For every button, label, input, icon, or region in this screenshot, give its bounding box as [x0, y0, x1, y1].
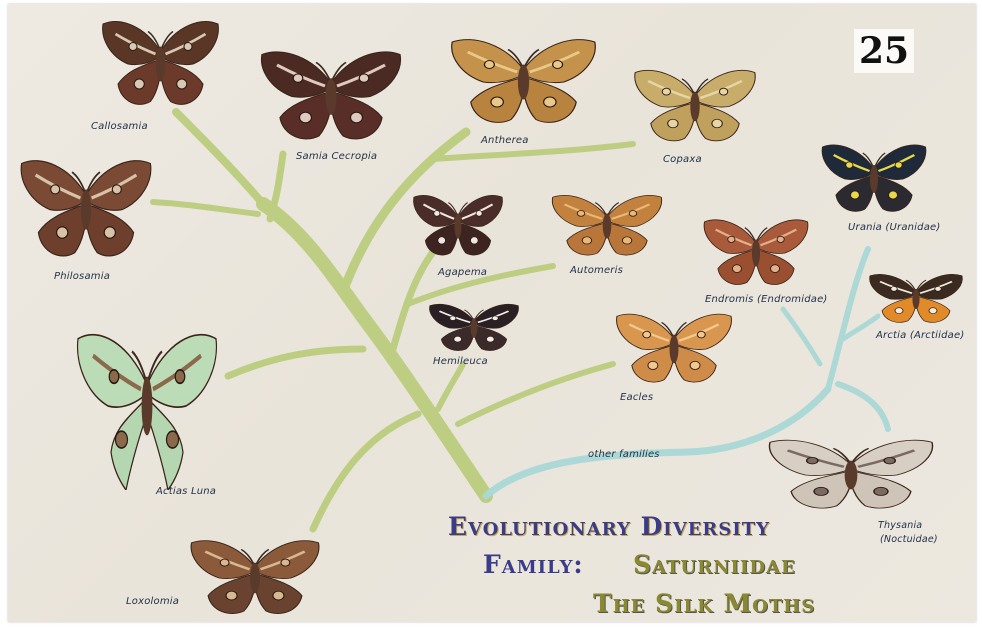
- label-copaxa: Copaxa: [663, 154, 702, 165]
- philosamia-branch: [153, 202, 258, 214]
- antherea-moth: [446, 32, 601, 132]
- label-automeris: Automeris: [570, 265, 623, 276]
- plate-number: 25: [854, 29, 914, 73]
- thysania-branch: [838, 384, 888, 429]
- label-noctuidae: (Noctuidae): [880, 534, 938, 545]
- label-agapema: Agapema: [438, 267, 487, 278]
- urania-branch: [828, 249, 868, 389]
- automeris-moth: [548, 190, 666, 262]
- label-other-families: other families: [588, 449, 660, 460]
- label-thysania: Thysania: [878, 520, 922, 531]
- copaxa-moth: [630, 64, 760, 149]
- loxolomia-branch: [313, 414, 418, 529]
- illustrated-plate: 25 Callosamia Samia Cecropia Antherea Co…: [8, 4, 976, 622]
- label-samia-cecropia: Samia Cecropia: [296, 151, 377, 162]
- label-actias-luna: Actias Luna: [156, 486, 216, 497]
- endromis-moth: [700, 214, 812, 292]
- label-endromis: Endromis (Endromidae): [705, 294, 828, 305]
- eacles-branch: [458, 364, 613, 424]
- title-line-1: Evolutionary Diversity: [448, 512, 770, 541]
- callosamia-moth: [98, 14, 223, 114]
- label-hemileuca: Hemileuca: [433, 356, 488, 367]
- thysania-moth: [763, 434, 939, 516]
- loxolomia-moth: [186, 534, 324, 622]
- samia-cecropia-moth: [256, 44, 406, 149]
- hemileuca-moth: [426, 300, 522, 356]
- label-philosamia: Philosamia: [54, 271, 110, 282]
- hemileuca-branch: [438, 364, 463, 409]
- title-family-prefix: Family:: [483, 550, 584, 579]
- urania-moth: [818, 139, 930, 219]
- label-loxolomia: Loxolomia: [126, 596, 179, 607]
- label-arctia: Arctia (Arctiidae): [876, 330, 964, 341]
- endromis-branch: [783, 309, 820, 364]
- agapema-moth: [410, 190, 506, 262]
- title-family-name: Saturniidae: [633, 550, 796, 579]
- label-eacles: Eacles: [620, 392, 653, 403]
- arctia-moth: [866, 270, 966, 328]
- actias-branch: [228, 349, 363, 376]
- philosamia-moth: [16, 152, 156, 267]
- title-line-3: The Silk Moths: [593, 589, 815, 618]
- copaxa-branch: [433, 144, 633, 159]
- label-urania: Urania (Uranidae): [848, 222, 941, 233]
- actias-luna-moth: [72, 322, 222, 490]
- eacles-moth: [612, 308, 736, 390]
- label-callosamia: Callosamia: [91, 121, 148, 132]
- label-antherea: Antherea: [481, 135, 529, 146]
